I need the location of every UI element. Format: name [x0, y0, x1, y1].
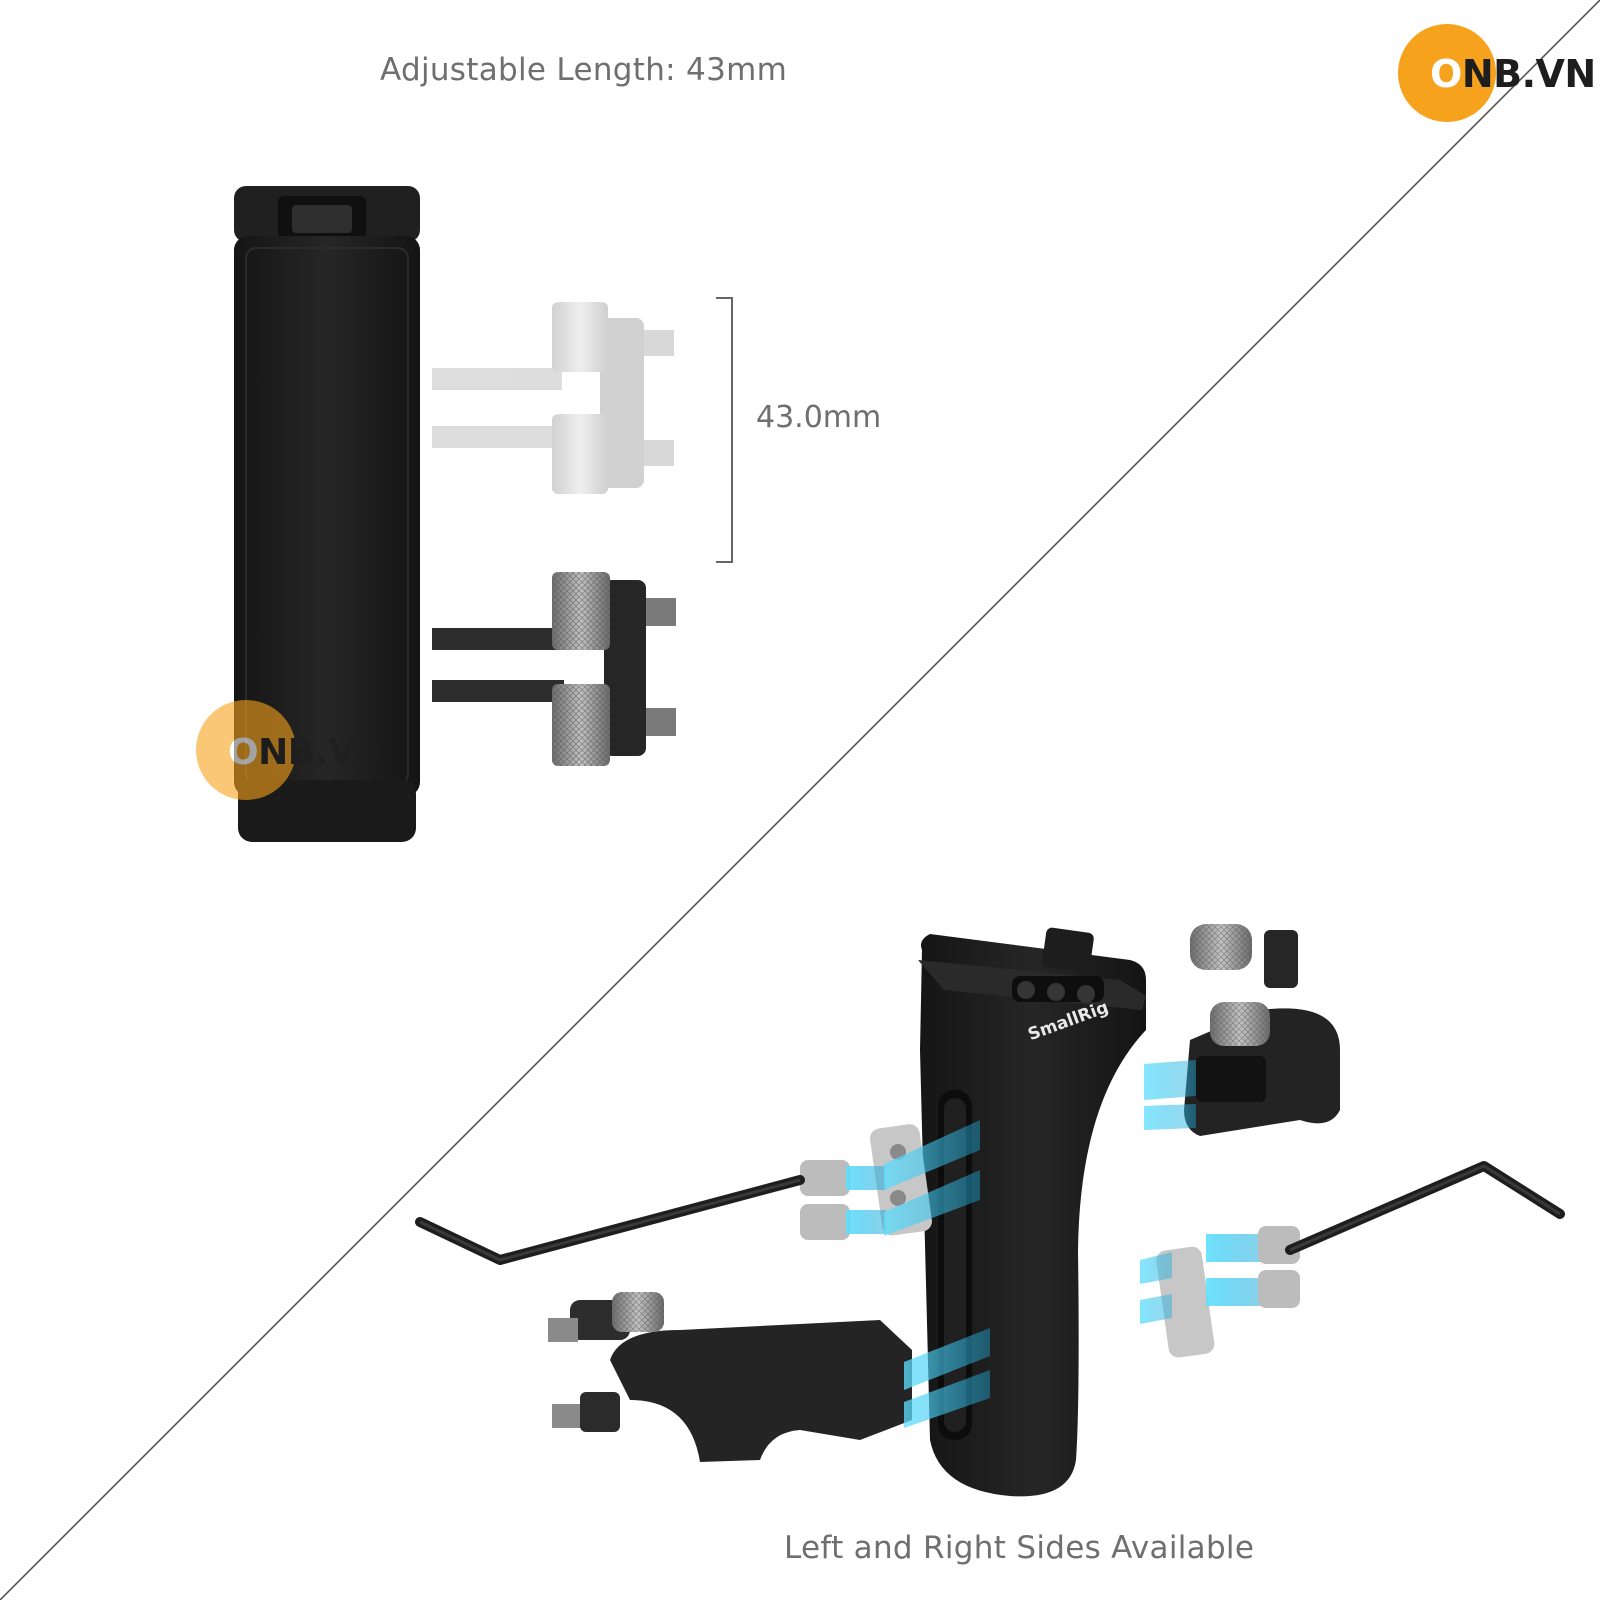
- dimension-label: 43.0mm: [756, 400, 882, 435]
- logo-circle: [1398, 24, 1496, 122]
- sides-caption: Left and Right Sides Available: [784, 1530, 1255, 1566]
- hex-key-right: [1285, 1161, 1565, 1255]
- right-screws: [1156, 1226, 1300, 1358]
- watermark-logo: ONB.VN: [196, 700, 396, 800]
- length-caption: Adjustable Length: 43mm: [380, 52, 788, 88]
- logo-text: ONB.VN: [1430, 52, 1596, 96]
- bracket-mount: [432, 572, 676, 766]
- bracket-ghost-position: [432, 302, 674, 494]
- assembly-beams: [884, 1060, 1196, 1428]
- hex-key-left: [415, 1175, 805, 1265]
- watermark-text: ONB.VN: [228, 732, 385, 773]
- side-handle-view: [234, 186, 420, 842]
- upper-clamp: [1184, 924, 1340, 1136]
- dimension-line: [716, 297, 733, 563]
- brand-logo: ONB.VN: [1398, 24, 1598, 124]
- lower-clamp: [548, 1292, 912, 1462]
- watermark-circle: [196, 700, 296, 800]
